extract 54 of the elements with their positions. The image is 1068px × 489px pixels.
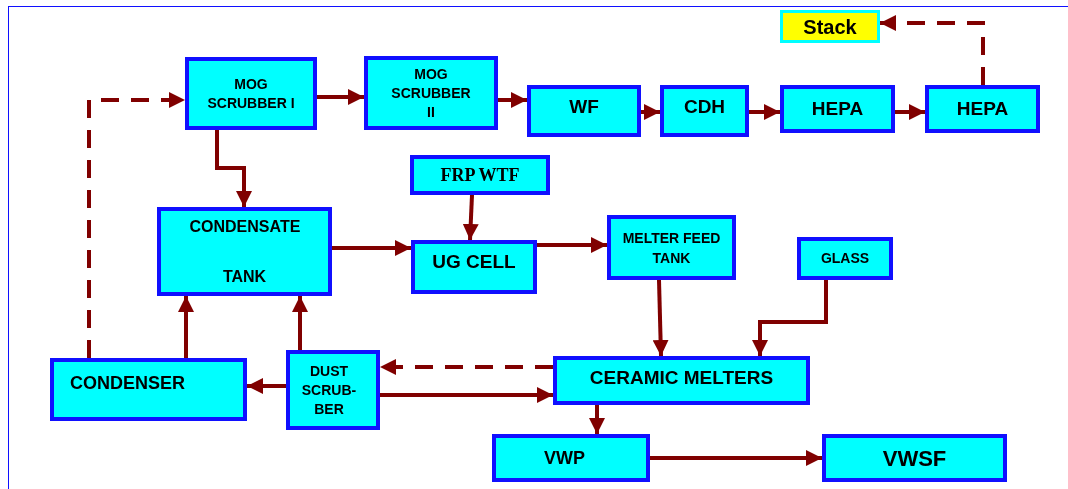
process-box <box>410 155 550 195</box>
process-box <box>925 85 1040 133</box>
process-box <box>185 57 317 130</box>
arrow <box>589 405 605 434</box>
process-box <box>364 56 498 130</box>
arrow <box>650 450 822 466</box>
node-label: CONDENSATE TANK <box>189 216 300 287</box>
arrow <box>895 104 925 120</box>
arrow <box>87 92 185 358</box>
tank-box <box>607 215 736 280</box>
node-label: VWSF <box>882 444 947 473</box>
melter-box <box>553 356 810 405</box>
arrow <box>498 92 527 108</box>
tank-box <box>157 207 332 296</box>
node-label: UG CELL <box>432 250 516 274</box>
node-label: MOG SCRUBBER I <box>206 74 296 113</box>
process-box <box>527 85 641 137</box>
process-box <box>286 350 380 430</box>
arrow <box>462 194 479 241</box>
arrow <box>380 387 553 403</box>
output-box <box>780 10 880 43</box>
arrow <box>652 279 669 357</box>
node-label: CONDENSER <box>70 372 185 395</box>
arrow <box>332 240 411 256</box>
arrow <box>537 237 607 253</box>
node-label: VWP <box>544 446 585 470</box>
arrow <box>880 15 985 85</box>
arrow <box>641 104 660 120</box>
process-box <box>411 240 537 294</box>
process-box <box>660 85 749 137</box>
node-label: MELTER FEED TANK <box>621 228 722 268</box>
arrow <box>247 378 286 394</box>
arrow <box>178 296 194 358</box>
arrow <box>215 130 252 207</box>
node-label: GLASS <box>820 249 870 268</box>
process-box <box>780 85 895 133</box>
node-label: WF <box>569 94 599 119</box>
node-label: HEPA <box>956 96 1009 121</box>
node-label: HEPA <box>811 96 864 121</box>
arrow <box>752 280 828 356</box>
node-label: DUST SCRUB- BER <box>300 361 358 419</box>
arrow <box>292 296 308 350</box>
arrow <box>749 104 780 120</box>
process-box <box>50 358 247 421</box>
node-label: CDH <box>683 94 726 119</box>
node-label: FRP WTF <box>440 163 520 187</box>
node-label: MOG SCRUBBER II <box>390 64 472 122</box>
input-box <box>797 237 893 280</box>
arrow <box>380 359 553 375</box>
node-label: CERAMIC MELTERS <box>589 366 774 391</box>
node-label: Stack <box>803 14 857 40</box>
arrow <box>317 89 364 105</box>
storage-box <box>822 434 1007 482</box>
process-box <box>492 434 650 482</box>
